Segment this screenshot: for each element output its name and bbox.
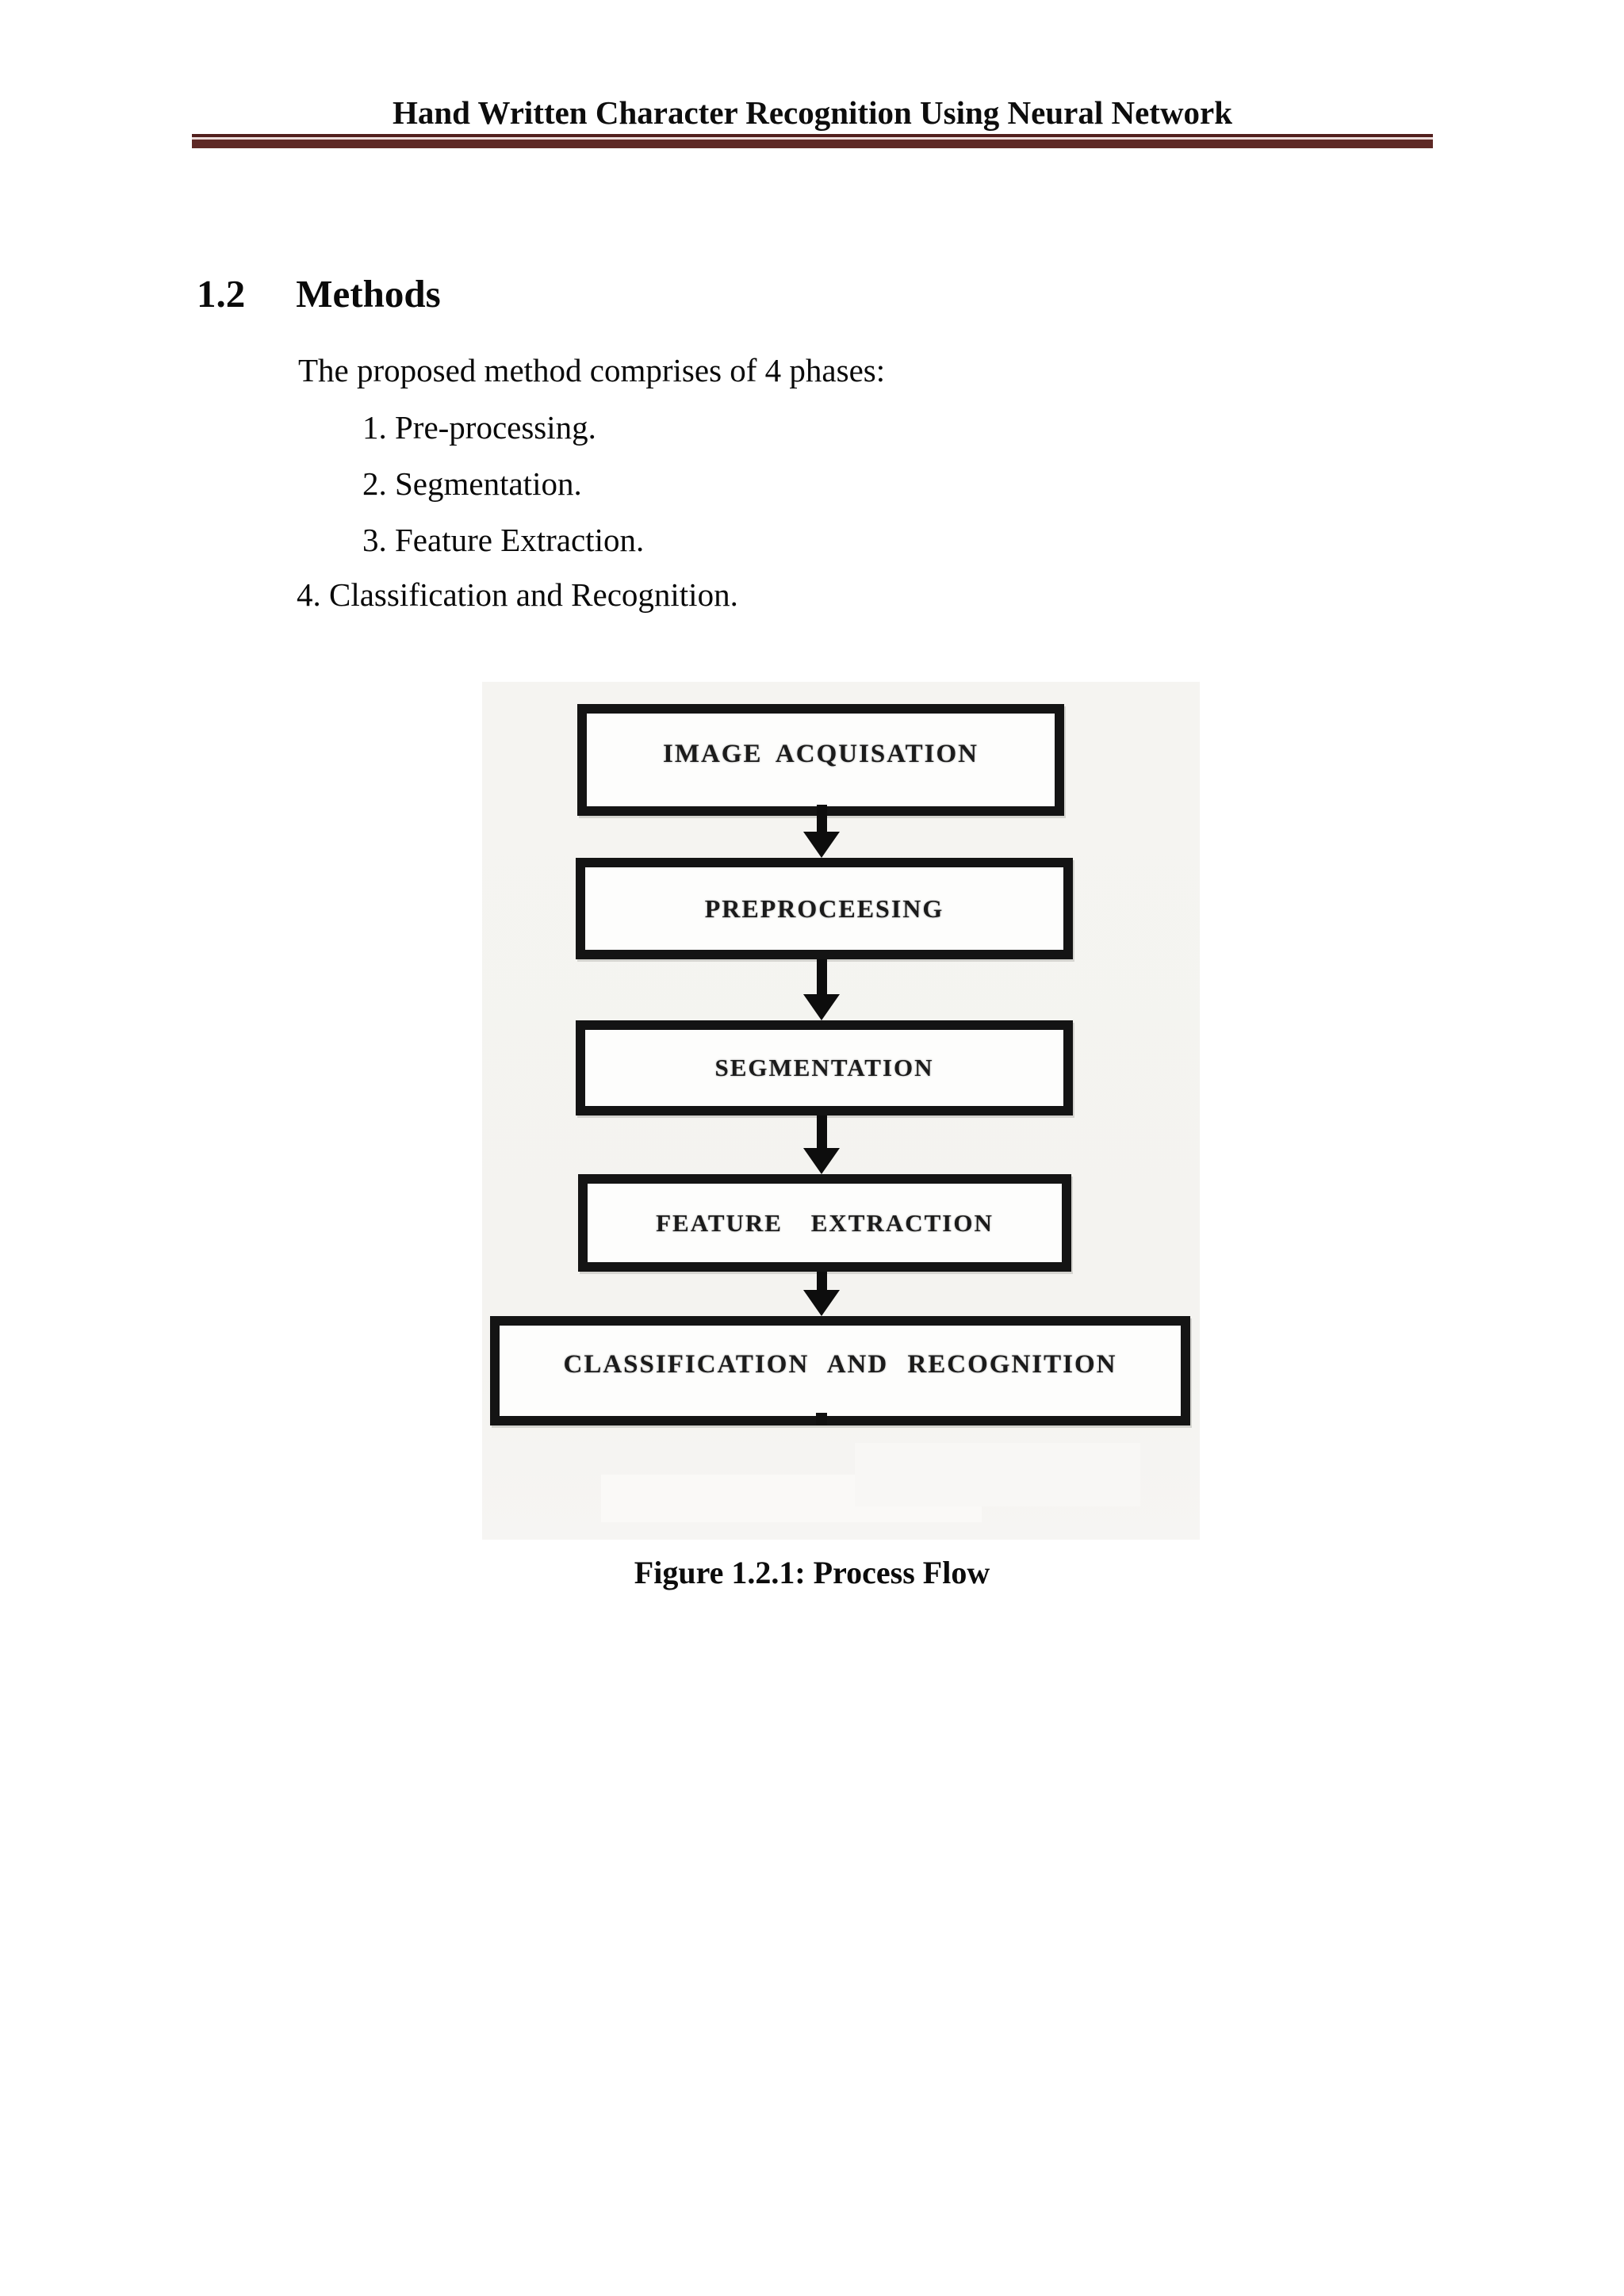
arrow-down-icon bbox=[803, 959, 840, 1020]
arrow-down-icon bbox=[803, 1115, 840, 1174]
arrow-head bbox=[803, 832, 840, 858]
page-header-title: Hand Written Character Recognition Using… bbox=[392, 94, 1233, 131]
arrow-shaft bbox=[817, 1115, 827, 1150]
arrow-head bbox=[803, 1290, 840, 1316]
intro-paragraph: The proposed method comprises of 4 phase… bbox=[298, 352, 886, 388]
flow-box-label: CLASSIFICATION AND RECOGNITION bbox=[563, 1349, 1117, 1379]
flow-box-label: IMAGE ACQUISATION bbox=[662, 740, 979, 768]
flow-box-label: SEGMENTATION bbox=[714, 1054, 934, 1081]
flow-box-preprocessing: PREPROCEESING bbox=[576, 858, 1073, 959]
arrow-down-icon bbox=[803, 805, 840, 858]
arrow-stub-mark bbox=[816, 1413, 827, 1425]
header-rule-thin-line bbox=[192, 134, 1433, 137]
arrow-head bbox=[803, 1148, 840, 1174]
figure-caption: Figure 1.2.1: Process Flow bbox=[634, 1555, 990, 1590]
process-flow-figure: IMAGE ACQUISATION PREPROCEESING SEGMENTA… bbox=[482, 682, 1200, 1540]
arrow-shaft bbox=[817, 959, 827, 997]
header-rule-thick-line bbox=[192, 140, 1433, 148]
arrow-shaft bbox=[817, 1272, 827, 1294]
section-number: 1.2 bbox=[197, 272, 246, 316]
phase-list-item-2: 2. Segmentation. bbox=[362, 465, 582, 502]
phase-list-item-3: 3. Feature Extraction. bbox=[362, 522, 645, 558]
phase-list-item-1: 1. Pre-processing. bbox=[362, 409, 596, 446]
flow-box-feature-extraction: FEATURE EXTRACTION bbox=[578, 1174, 1071, 1272]
header-rule-gap bbox=[192, 137, 1433, 140]
flow-box-image-acquisition: IMAGE ACQUISATION bbox=[577, 704, 1064, 816]
flow-box-segmentation: SEGMENTATION bbox=[576, 1020, 1073, 1115]
flow-box-classification-recognition: CLASSIFICATION AND RECOGNITION bbox=[490, 1316, 1190, 1425]
flow-box-label: FEATURE EXTRACTION bbox=[656, 1208, 994, 1237]
phase-list-item-4: 4. Classification and Recognition. bbox=[297, 576, 738, 613]
section-heading: 1.2 Methods bbox=[197, 274, 441, 313]
flow-box-label: PREPROCEESING bbox=[704, 894, 944, 923]
arrow-shaft bbox=[817, 805, 827, 835]
arrow-down-icon bbox=[803, 1272, 840, 1316]
section-title: Methods bbox=[296, 272, 441, 316]
figure-background-patch bbox=[855, 1443, 1140, 1506]
arrow-head bbox=[803, 994, 840, 1020]
